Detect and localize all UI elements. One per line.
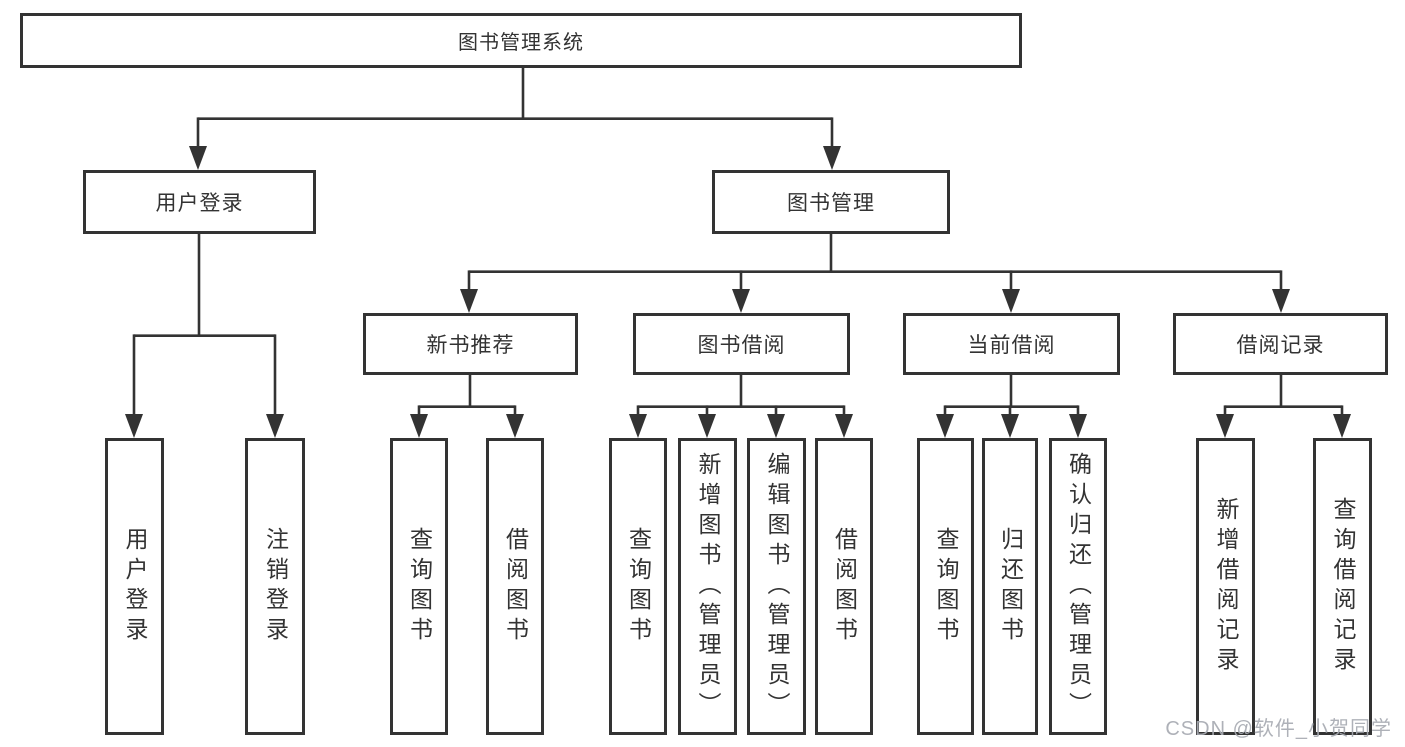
node-library-management-system: 图书管理系统 [20, 13, 1022, 68]
leaf-current-return-books: 归还图书 [982, 438, 1038, 735]
node-book-borrowing: 图书借阅 [633, 313, 850, 375]
node-user-login: 用户登录 [83, 170, 316, 234]
leaf-records-add-record: 新增借阅记录 [1196, 438, 1255, 735]
csdn-watermark: CSDN @软件_小贺同学 [1165, 718, 1392, 740]
leaf-logout: 注销登录 [245, 438, 305, 735]
node-label: 编辑图书（管理员） [764, 451, 790, 722]
node-label: 借阅图书 [502, 526, 529, 647]
node-label: 用户登录 [122, 526, 148, 647]
leaf-recommend-query-books: 查询图书 [390, 438, 448, 735]
leaf-current-confirm-return-admin: 确认归还（管理员） [1049, 438, 1107, 735]
leaf-records-query-record: 查询借阅记录 [1313, 438, 1372, 735]
leaf-current-query-books: 查询图书 [917, 438, 974, 735]
node-borrowing-records: 借阅记录 [1173, 313, 1388, 375]
leaf-recommend-borrow-books: 借阅图书 [486, 438, 544, 735]
node-label: 用户登录 [155, 192, 244, 215]
leaf-borrow-query-books: 查询图书 [609, 438, 667, 735]
node-label: 借阅记录 [1236, 334, 1325, 357]
node-book-management: 图书管理 [712, 170, 950, 234]
node-label: 确认归还（管理员） [1065, 451, 1092, 722]
leaf-borrow-edit-books-admin: 编辑图书（管理员） [747, 438, 806, 735]
node-label: 归还图书 [997, 526, 1024, 647]
node-label: 新增图书（管理员） [695, 451, 721, 722]
node-label: 查询借阅记录 [1330, 496, 1356, 677]
node-label: 图书管理系统 [458, 32, 584, 54]
node-new-book-recommendation: 新书推荐 [363, 313, 578, 375]
node-label: 借阅图书 [831, 526, 858, 647]
node-label: 注销登录 [262, 526, 289, 647]
node-label: 新增借阅记录 [1213, 496, 1239, 677]
node-label: 查询图书 [625, 526, 652, 647]
leaf-user-login: 用户登录 [105, 438, 164, 735]
node-label: 查询图书 [933, 526, 959, 647]
node-label: 当前借阅 [967, 334, 1056, 357]
leaf-borrow-add-books-admin: 新增图书（管理员） [678, 438, 737, 735]
node-label: 新书推荐 [426, 334, 515, 357]
node-label: 查询图书 [406, 526, 433, 647]
leaf-borrow-borrow-books: 借阅图书 [815, 438, 873, 735]
node-label: 图书借阅 [697, 334, 786, 357]
node-label: 图书管理 [787, 192, 875, 215]
node-current-borrowing: 当前借阅 [903, 313, 1120, 375]
